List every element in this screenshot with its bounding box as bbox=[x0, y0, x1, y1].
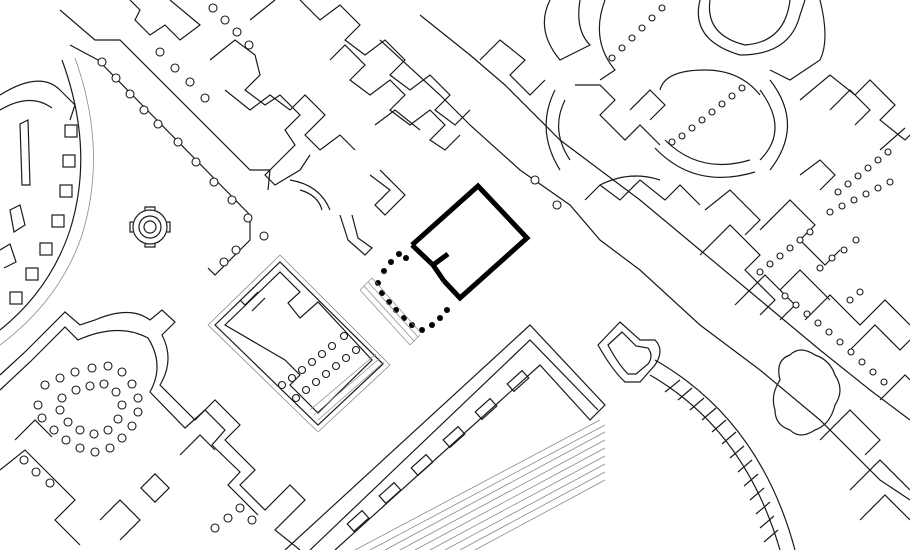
apsidal-hall-column-ring bbox=[19, 361, 257, 533]
temple-steps bbox=[359, 277, 421, 346]
northeast-colonnade-dots bbox=[530, 4, 894, 216]
east-building-complex bbox=[699, 74, 910, 521]
temple-colonnade bbox=[375, 251, 450, 333]
curved-stadium bbox=[649, 359, 796, 550]
round-monument bbox=[129, 206, 171, 248]
west-semicircular-plaza bbox=[0, 57, 94, 346]
west-apsidal-hall bbox=[0, 309, 306, 550]
south-shrine bbox=[597, 321, 661, 383]
north-colonnade-dots bbox=[97, 3, 269, 267]
courtyard-building bbox=[207, 254, 391, 433]
south-basilica bbox=[284, 324, 606, 550]
northeast-exedra-complex bbox=[479, 0, 826, 236]
temple-with-colonnade bbox=[359, 182, 531, 346]
west-plaza-niches bbox=[9, 124, 78, 305]
main-diagonal-street bbox=[59, 9, 910, 501]
east-colonnade-dots bbox=[756, 228, 888, 386]
north-building-blocks bbox=[129, 0, 471, 256]
